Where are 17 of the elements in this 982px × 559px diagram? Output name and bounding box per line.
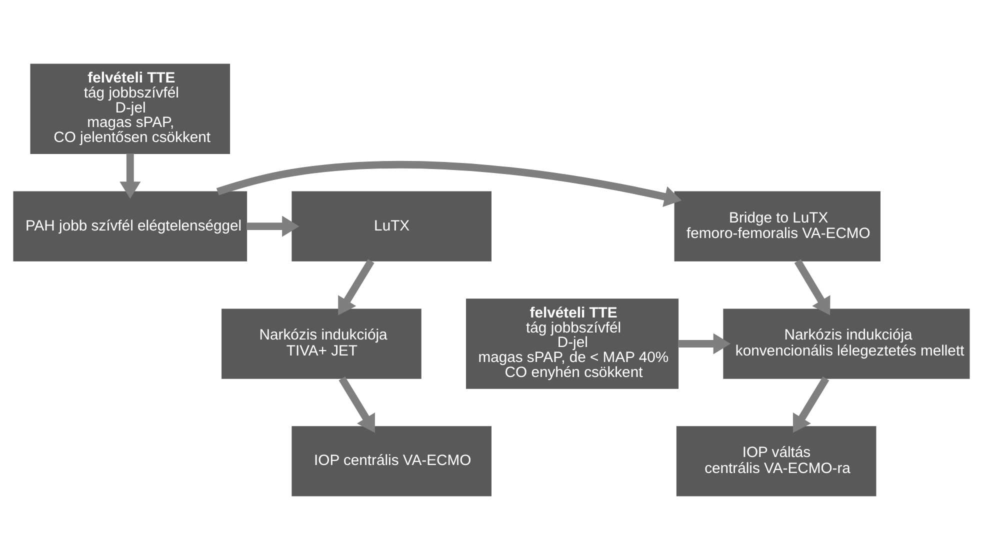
node-box: PAH jobb szívfél elégtelenséggel (12, 190, 247, 261)
arrow (246, 215, 299, 236)
arrow (119, 153, 140, 198)
arrow (792, 376, 829, 432)
node-box: Narkózis indukciója konvencionális lélegeztetés mellett (722, 308, 970, 378)
node-box: IOP váltás centrális VA-ECMO-ra (676, 426, 876, 496)
node-box: LuTX (291, 190, 491, 261)
arrow (678, 332, 730, 354)
node-box: felvételi TTE tág jobbszívfél D-jel magas sPAP, de < MAP 40% CO enyhén csökkent (466, 298, 678, 388)
node-box: Bridge to LuTX femoro-femoralis VA-ECMO (674, 190, 880, 261)
arrow (216, 160, 682, 207)
node-box: felvételi TTE tág jobbszívfél D-jel magas sPAP, CO jelentősen csökkent (30, 63, 230, 154)
arrow (338, 258, 374, 315)
arrow (794, 258, 830, 315)
node-box: Narkózis indukciója TIVA+ JET (221, 308, 421, 378)
arrow (338, 376, 374, 432)
node-box: IOP centrális VA-ECMO (291, 426, 491, 496)
